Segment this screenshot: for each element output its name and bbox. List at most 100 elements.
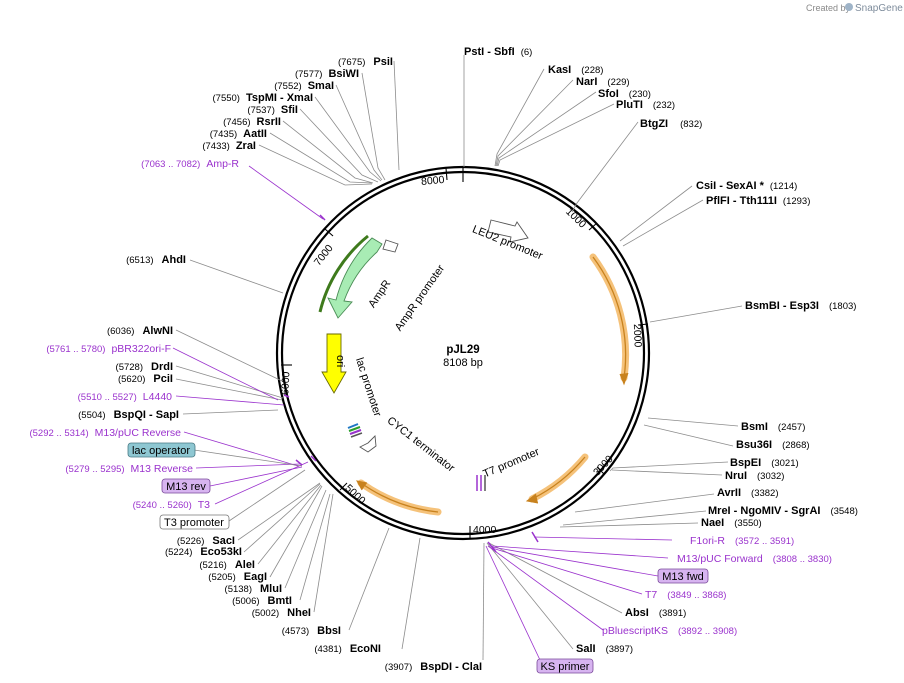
svg-text:(5138)MluI: (5138)MluI (225, 583, 282, 595)
site-eco53ki-name: Eco53kI (200, 546, 242, 558)
svg-text:(5006)BmtI: (5006)BmtI (232, 595, 292, 607)
orange-feature-arc-1-head (619, 372, 629, 386)
svg-text:BtgZI(832): BtgZI(832) (640, 118, 702, 130)
primer-m13-reverse-coord: (5279 .. 5295) (65, 464, 124, 475)
tick-8000 (445, 167, 448, 181)
svg-text:(5216)AleI: (5216)AleI (199, 559, 255, 571)
site-bbsi-coord: (4573) (282, 626, 309, 637)
svg-text:PluTI(232): PluTI(232) (616, 99, 675, 111)
lac-operator-box (127, 442, 196, 458)
site-aatii-name: AatII (243, 128, 267, 140)
primer-pbr322ori-f-name: pBR322ori-F (111, 343, 171, 355)
svg-text:(5728)DrdI: (5728)DrdI (116, 361, 173, 373)
tick-label-1000: 1000 (563, 206, 588, 231)
svg-text:(5205)EagI: (5205)EagI (208, 571, 267, 583)
primer-pbr322ori-f-coord: (5761 .. 5780) (46, 344, 105, 355)
site-bsiwi-coord: (7577) (295, 69, 322, 80)
svg-text:(4381)EcoNI: (4381) EcoNI (314, 643, 381, 655)
site-kasi-name: KasI (548, 64, 571, 76)
site-alwni-coord: (6036) (107, 326, 134, 337)
svg-text:SfoI(230): SfoI(230) (598, 88, 651, 100)
m13-fwd-box (657, 568, 709, 584)
cyc1-terminator-label: CYC1 terminator (385, 415, 457, 475)
svg-text:(6036)AlwNI: (6036) AlwNI (107, 325, 173, 337)
t7-region-feature-stack (476, 475, 486, 491)
svg-text:CsiI - SexAI *(1214): CsiI - SexAI *(1214) (696, 180, 797, 192)
site-smai-coord: (7552) (274, 81, 301, 92)
site-csii-coord: (1214) (770, 181, 797, 192)
primer-t3-name: T3 (198, 499, 210, 511)
orange-feature-arc-1-edge (592, 256, 627, 379)
svg-text:KasI(228): KasI(228) (548, 64, 603, 76)
primer-pbluescriptks-name: pBluescriptKS (602, 625, 668, 637)
m13-rev-box (161, 478, 211, 494)
site-sapi-name: BspQI - SapI (114, 409, 179, 421)
t7-promoter-label: T7 promoter (481, 446, 541, 481)
site-alwni-name: AlwNI (142, 325, 173, 337)
site-drdi-name: DrdI (151, 361, 173, 373)
ori-arrow (321, 333, 347, 394)
snapgene-watermark: Created by SnapGene (806, 3, 903, 14)
svg-text:NruI(3032): NruI(3032) (725, 470, 784, 482)
orange-feature-arc-3 (357, 479, 442, 516)
svg-text:PflFI - Tth111I(1293): PflFI - Tth111I(1293) (706, 195, 810, 207)
t3-promoter-label: T3 promoter (164, 517, 224, 529)
site-bbsi-name: BbsI (317, 625, 341, 637)
site-avrii-name: AvrII (717, 487, 741, 499)
restriction-site-leaders (175, 55, 743, 661)
site-rsrii-coord: (7456) (223, 117, 250, 128)
primer-m13-puc-reverse-name: M13/pUC Reverse (95, 427, 182, 439)
cyc1-terminator-arrow (359, 435, 377, 453)
svg-text:BsmBI - Esp3I(1803): BsmBI - Esp3I(1803) (745, 300, 856, 312)
site-econi-name: EcoNI (350, 643, 381, 655)
site-bsiwi-name: BsiWI (328, 68, 359, 80)
site-mrei-name: MreI - NgoMIV - SgrAI (708, 505, 820, 517)
lac-operator-label: lac operator (132, 445, 190, 457)
tick-label-6000: 6000 (279, 371, 292, 395)
site-psii-name: PsiI (373, 56, 393, 68)
site-econi-coord: (4381) (314, 644, 341, 655)
svg-text:BspEI(3021): BspEI (3021) (730, 457, 799, 469)
tick-5000 (339, 482, 348, 491)
site-sapi-coord: (5504) (78, 410, 105, 421)
svg-text:(3907)BspDI - ClaI: (3907) BspDI - ClaI (385, 661, 482, 673)
site-bspei-coord: (3021) (771, 458, 798, 469)
ks-primer-box (536, 658, 594, 674)
primer-l4440-coord: (5510 .. 5527) (78, 392, 137, 403)
primer-amp-r-coord: (7063 .. 7082) (141, 159, 200, 170)
site-absi-name: AbsI (625, 607, 649, 619)
svg-text:pBluescriptKS(3892 .. 3908): pBluescriptKS(3892 .. 3908) (602, 625, 737, 637)
svg-text:(7063 .. 7082)Amp-R: (7063 .. 7082) Amp-R (141, 158, 239, 170)
svg-text:BsmI(2457): BsmI(2457) (741, 421, 805, 433)
svg-text:(5002)NheI: (5002)NheI (252, 607, 311, 619)
site-bsu36i-name: Bsu36I (736, 439, 772, 451)
watermark-created-by: Created by (806, 3, 851, 13)
svg-text:(7456)RsrII: (7456) RsrII (223, 116, 281, 128)
site-zrai-name: ZraI (236, 140, 256, 152)
primer-amp-r-name: Amp-R (206, 158, 239, 170)
ampr-promoter-label: AmpR promoter (393, 263, 448, 334)
site-btgzi-coord: (832) (680, 119, 702, 130)
site-alei-coord: (5216) (199, 560, 226, 571)
site-bspdi-name: BspDI - ClaI (420, 661, 482, 673)
primer-leaders (172, 165, 673, 661)
svg-text:PstI - SbfI(6): PstI - SbfI (6) (464, 46, 532, 58)
site-bsmi-name: BsmI (741, 421, 768, 433)
svg-text:(5279 .. 5295)M13 Reverse: (5279 .. 5295)M13 Reverse (65, 463, 193, 475)
site-rsrii-name: RsrII (257, 116, 281, 128)
site-psti-coord: (6) (521, 47, 533, 58)
svg-text:(5504)BspQI - SapI: (5504) BspQI - SapI (78, 409, 179, 421)
site-pflfi-coord: (1293) (783, 196, 810, 207)
site-psti-name: PstI - SbfI (464, 46, 515, 58)
tick-2000 (637, 323, 649, 326)
tick-label-8000: 8000 (421, 174, 445, 188)
primer-marks (283, 214, 539, 553)
orange-feature-arc-3-edge (360, 482, 439, 513)
site-sali-name: SalI (576, 643, 596, 655)
svg-text:(7675)PsiI: (7675)PsiI (338, 56, 393, 68)
site-bspdi-coord: (3907) (385, 662, 412, 673)
site-bspei-name: BspEI (730, 457, 761, 469)
m13-fwd-label: M13 fwd (662, 571, 704, 583)
tick-3000 (596, 466, 605, 475)
